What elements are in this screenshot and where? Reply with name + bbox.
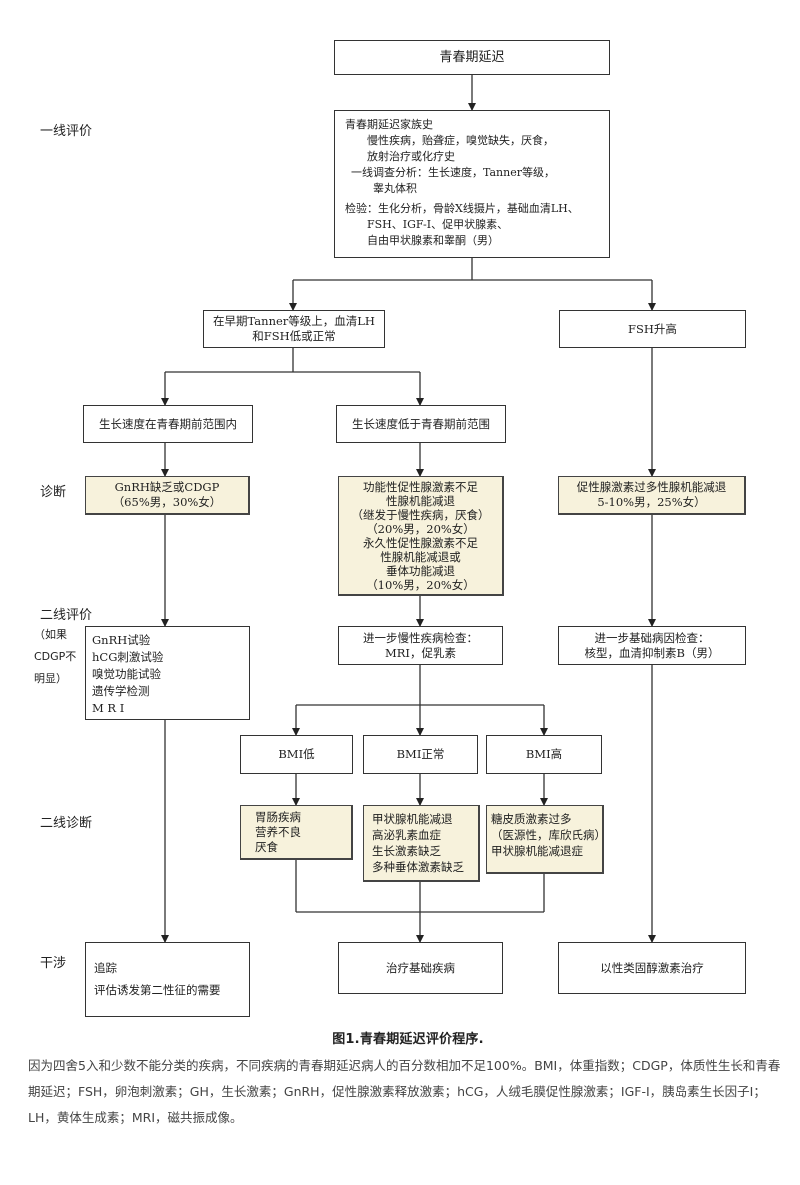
- box-line: 遗传学检测: [92, 684, 150, 698]
- side-label-second-eval-note: （如果 CDGP不 明显）: [34, 624, 76, 690]
- box-second-eval-left: GnRH试验 hCG刺激试验 嗅觉功能试验 遗传学检测 M R I: [85, 626, 250, 720]
- box-line: 胃肠疾病: [255, 810, 301, 824]
- box-line: 评估诱发第二性征的需要: [94, 983, 221, 997]
- box-line: GnRH缺乏或CDGP: [114, 480, 220, 494]
- box-line: 甲状腺机能减退: [372, 812, 453, 826]
- box-int-treat: 治疗基础疾病: [338, 942, 503, 994]
- box-dx-functional: 功能性促性腺激素不足 性腺机能减退 （继发于慢性疾病，厌食） （20%男，20%…: [338, 476, 504, 596]
- box-delayed-puberty: 青春期延迟: [334, 40, 610, 75]
- box-line: 进一步基础病因检查：: [594, 630, 710, 645]
- box-second-eval-mid: 进一步慢性疾病检查： MRI，促乳素: [338, 626, 503, 665]
- box-line: 垂体功能减退: [386, 563, 455, 578]
- box-line: 放射治疗或化疗史: [367, 150, 455, 163]
- box-second-eval-right: 进一步基础病因检查： 核型，血清抑制素B（男）: [558, 626, 746, 665]
- box-dx-hyper: 促性腺激素过多性腺机能减退 5-10%男，25%女）: [558, 476, 746, 515]
- note-line: （如果: [34, 628, 67, 641]
- box-line: （65%男，30%女）: [112, 495, 222, 509]
- box-line: FSH、IGF-I、促甲状腺素、: [367, 218, 509, 231]
- box-label: FSH升高: [628, 321, 677, 336]
- side-label-first-eval: 一线评价: [40, 124, 93, 139]
- box-line: hCG刺激试验: [92, 650, 164, 664]
- box-bmi-low: BMI低: [240, 735, 353, 774]
- box-line: 功能性促性腺激素不足: [363, 479, 478, 494]
- box-line: （医源性，库欣氏病）: [491, 828, 606, 842]
- box-line: GnRH试验: [92, 633, 151, 647]
- box-label: BMI正常: [396, 747, 445, 761]
- caption-body: 因为四舍5入和少数不能分类的疾病，不同疾病的青春期延迟病人的百分数相加不足100…: [28, 1058, 781, 1125]
- box-bmi-high: BMI高: [486, 735, 602, 774]
- box-line: （10%男，20%女）: [366, 577, 475, 592]
- box-line: 性腺机能减退: [386, 493, 455, 508]
- box-int-followup: 追踪 评估诱发第二性征的需要: [85, 942, 250, 1017]
- caption-title: 图1.青春期延迟评价程序.: [332, 1032, 484, 1047]
- box-label: 青春期延迟: [439, 50, 505, 65]
- box-bmi-normal: BMI正常: [363, 735, 478, 774]
- box-line: 嗅觉功能试验: [92, 667, 161, 681]
- box-label: BMI低: [278, 747, 315, 761]
- box-line: 性腺机能减退或: [380, 549, 461, 564]
- side-label-second-dx: 二线诊断: [40, 816, 93, 831]
- box-early-tanner: 在早期Tanner等级上，血清LH 和FSH低或正常: [203, 310, 385, 348]
- box-line: 和FSH低或正常: [252, 329, 336, 343]
- box-line: 营养不良: [255, 825, 301, 839]
- box-label: 生长速度在青春期前范围内: [99, 416, 237, 431]
- box-first-eval: 青春期延迟家族史 慢性疾病，贻聋症，嗅觉缺失，厌食， 放射治疗或化疗史 一线调查…: [334, 110, 610, 258]
- figure-caption: 图1.青春期延迟评价程序. 因为四舍5入和少数不能分类的疾病，不同疾病的青春期延…: [28, 1028, 788, 1131]
- box-growth-low: 生长速度低于青春期前范围: [336, 405, 506, 443]
- box-line: 检验：生化分析，骨龄X线摄片，基础血清LH、: [345, 202, 579, 215]
- box-label: BMI高: [525, 747, 563, 761]
- box-int-hormone: 以性类固醇激素治疗: [558, 942, 746, 994]
- box-line: 多种垂体激素缺乏: [372, 860, 464, 874]
- box-line: 永久性促性腺激素不足: [363, 535, 478, 550]
- box-line: 睾丸体积: [373, 182, 417, 195]
- box-line: 高泌乳素血症: [372, 828, 441, 842]
- box-label: 以性类固醇激素治疗: [600, 960, 704, 975]
- note-line: CDGP不: [34, 650, 77, 663]
- box-fsh-high: FSH升高: [559, 310, 746, 348]
- box-line: 青春期延迟家族史: [345, 118, 433, 131]
- box-line: 进一步慢性疾病检查：: [363, 630, 478, 645]
- box-line: 糖皮质激素过多: [491, 812, 572, 826]
- box-line: 厌食: [255, 840, 278, 854]
- box-line: MRI，促乳素: [385, 645, 456, 660]
- side-label-intervention: 干涉: [40, 956, 67, 971]
- box-dx-gnrh: GnRH缺乏或CDGP （65%男，30%女）: [85, 476, 250, 515]
- box-line: 核型，血清抑制素B（男）: [584, 645, 720, 660]
- box-line: 5-10%男，25%女）: [597, 495, 706, 509]
- box-line: 追踪: [94, 961, 117, 975]
- box-line: 在早期Tanner等级上，血清LH: [213, 314, 375, 328]
- box-label: 生长速度低于青春期前范围: [352, 416, 490, 431]
- box-line: 生长激素缺乏: [372, 844, 441, 858]
- box-label: 治疗基础疾病: [386, 960, 455, 975]
- box-growth-normal: 生长速度在青春期前范围内: [83, 405, 253, 443]
- box-line: 慢性疾病，贻聋症，嗅觉缺失，厌食，: [367, 134, 554, 147]
- side-label-second-eval: 二线评价: [40, 608, 93, 623]
- box-line: 一线调查分析：生长速度，Tanner等级，: [351, 166, 555, 179]
- box-line: 甲状腺机能减退症: [491, 844, 583, 858]
- note-line: 明显）: [34, 672, 67, 685]
- box-dx-bmi-normal: 甲状腺机能减退 高泌乳素血症 生长激素缺乏 多种垂体激素缺乏: [363, 805, 480, 882]
- box-line: （继发于慢性疾病，厌食）: [351, 507, 490, 522]
- box-line: 自由甲状腺素和睾酮（男）: [367, 234, 499, 247]
- box-line: M R I: [92, 701, 125, 715]
- side-label-diagnosis: 诊断: [40, 485, 67, 500]
- box-line: 促性腺激素过多性腺机能减退: [576, 480, 727, 494]
- box-dx-bmi-low: 胃肠疾病 营养不良 厌食: [240, 805, 353, 860]
- box-dx-bmi-high: 糖皮质激素过多 （医源性，库欣氏病） 甲状腺机能减退症: [486, 805, 606, 874]
- box-line: （20%男，20%女）: [366, 521, 475, 536]
